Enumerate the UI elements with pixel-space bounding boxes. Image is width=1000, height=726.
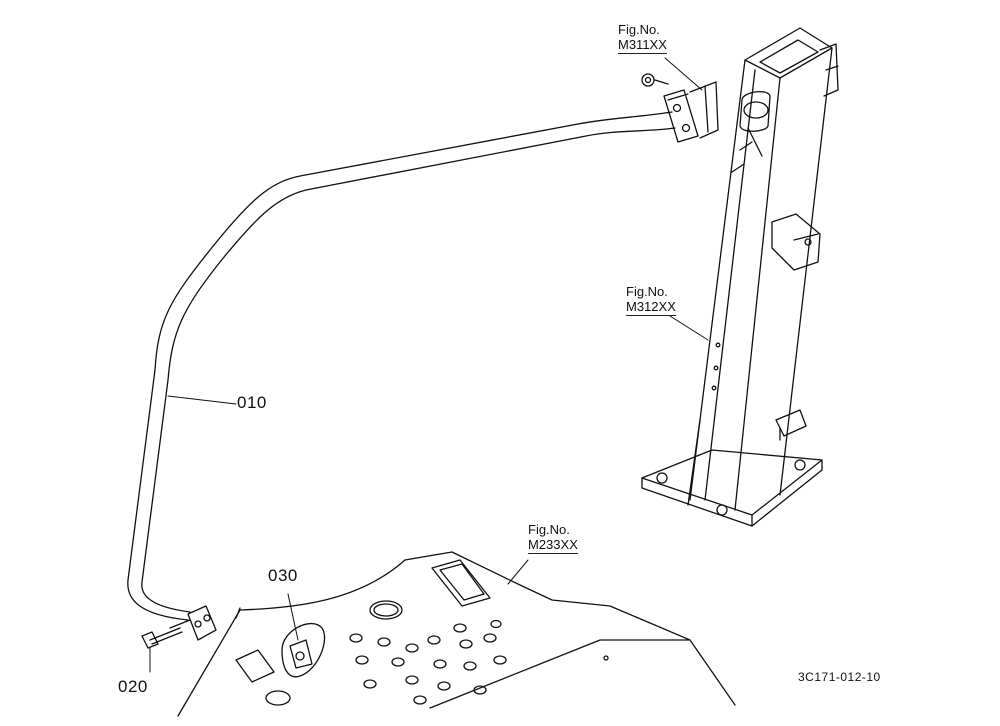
fig-ref-m311: Fig.No. M311XX (618, 22, 667, 54)
leader-lines (149, 57, 709, 673)
fig-ref-code: M311XX (618, 37, 667, 52)
floor-panel (177, 551, 736, 717)
fig-ref-m312: Fig.No. M312XX (626, 284, 676, 316)
part-number-010: 010 (237, 393, 267, 412)
part-number-020: 020 (118, 677, 148, 696)
fig-ref-caption: Fig.No. (618, 22, 660, 37)
support-column (641, 27, 839, 527)
tube-top-bracket (663, 81, 719, 143)
fig-ref-caption: Fig.No. (626, 284, 668, 299)
bolt-020 (141, 627, 183, 649)
drawing-code: 3C171-012-10 (798, 670, 881, 684)
handrail-tube (127, 111, 676, 621)
fig-ref-caption: Fig.No. (528, 522, 570, 537)
part-number-030: 030 (268, 566, 298, 585)
fig-ref-m233: Fig.No. M233XX (528, 522, 578, 554)
fig-ref-code: M233XX (528, 537, 578, 552)
tube-bottom-bracket (169, 605, 217, 641)
fig-ref-code: M312XX (626, 299, 676, 314)
top-nut (641, 73, 669, 87)
